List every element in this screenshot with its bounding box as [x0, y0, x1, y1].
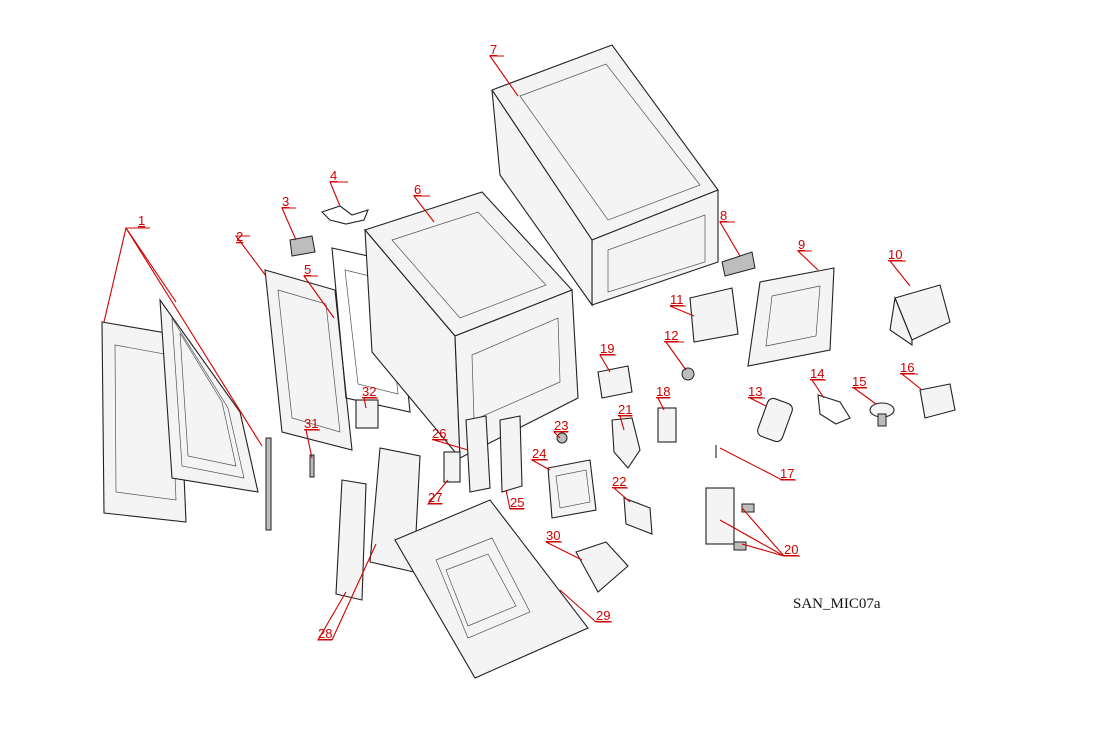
callout-18: 18 — [656, 384, 670, 399]
part-12-clip — [681, 367, 695, 381]
part-8-bracket — [721, 251, 756, 277]
part-2-door-frame — [264, 269, 353, 451]
callout-17: 17 — [780, 466, 794, 481]
part-4-latch-bracket — [320, 205, 369, 225]
callout-14: 14 — [810, 366, 824, 381]
callout-25: 25 — [510, 495, 524, 510]
part-29-base-plate — [394, 499, 589, 679]
part-16-motor — [919, 383, 956, 419]
figure-code-label: SAN_MIC07a — [793, 596, 881, 612]
callout-11: 11 — [670, 292, 684, 307]
part-32-bracket — [355, 399, 379, 429]
part-30-cover — [575, 541, 629, 593]
callout-23: 23 — [554, 418, 568, 433]
part-7-outer-case — [491, 44, 719, 307]
part-31-seal-strip — [265, 437, 315, 531]
callout-22: 22 — [612, 474, 626, 489]
callout-2: 2 — [236, 229, 243, 244]
part-15-lamp — [869, 402, 895, 427]
part-9-panel-bracket — [747, 267, 835, 367]
callout-3: 3 — [282, 194, 289, 209]
part-19-board — [597, 365, 633, 399]
callout-20: 20 — [784, 542, 798, 557]
part-1-door — [101, 298, 259, 523]
callout-27: 27 — [428, 490, 442, 505]
part-10-transformer — [889, 284, 951, 347]
part-28-control-panel — [335, 447, 421, 601]
callout-12: 12 — [664, 328, 678, 343]
callout-32: 32 — [362, 384, 376, 399]
part-11-switch-bracket — [689, 287, 739, 343]
callout-4: 4 — [330, 168, 337, 183]
leader-lines — [103, 55, 923, 641]
part-26-plate — [465, 415, 491, 493]
callout-31: 31 — [304, 416, 318, 431]
callout-10: 10 — [888, 247, 902, 262]
part-18-switch — [657, 407, 677, 443]
part-13-capacitor — [757, 397, 793, 443]
callout-5: 5 — [304, 262, 311, 277]
part-20-interlock-switches — [705, 487, 755, 551]
part-25-plate — [499, 415, 523, 493]
callout-1: 1 — [138, 213, 145, 228]
part-27-bracket — [443, 451, 461, 483]
callout-30: 30 — [546, 528, 560, 543]
callout-29: 29 — [596, 608, 610, 623]
callout-8: 8 — [720, 208, 727, 223]
callout-28: 28 — [318, 626, 332, 641]
callout-16: 16 — [900, 360, 914, 375]
callout-labels: 1 2 3 4 5 6 7 8 9 10 11 12 13 14 15 16 1… — [138, 42, 914, 641]
callout-24: 24 — [532, 446, 546, 461]
part-24-magnetron — [547, 459, 597, 519]
callout-15: 15 — [852, 374, 866, 389]
callout-21: 21 — [618, 402, 632, 417]
part-14-fuse-holder — [817, 394, 851, 425]
callout-19: 19 — [600, 341, 614, 356]
part-22-bracket — [623, 497, 653, 535]
part-23-clip — [556, 432, 568, 444]
callout-26: 26 — [432, 426, 446, 441]
part-21-fan — [611, 417, 641, 469]
part-3-hinge — [289, 235, 316, 257]
callout-7: 7 — [490, 42, 497, 57]
callout-9: 9 — [798, 237, 805, 252]
callout-13: 13 — [748, 384, 762, 399]
callout-6: 6 — [414, 182, 421, 197]
